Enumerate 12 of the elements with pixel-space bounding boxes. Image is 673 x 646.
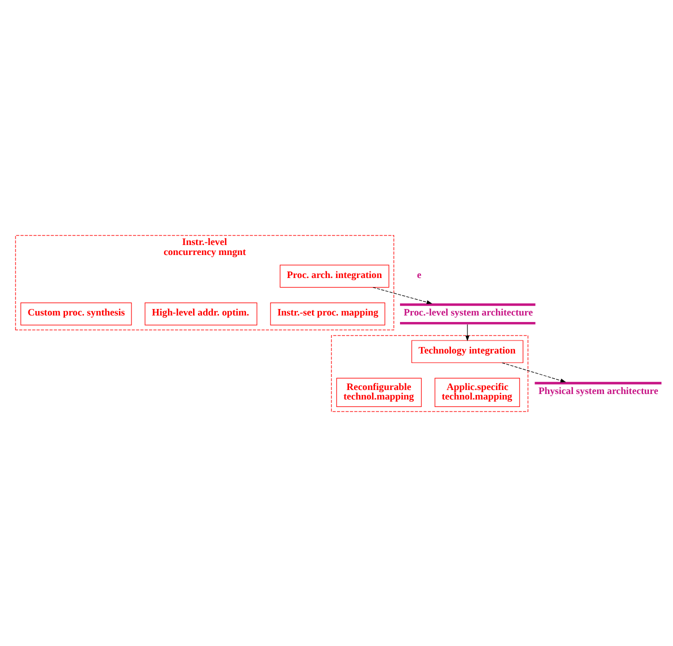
node-box: Technology integration xyxy=(411,340,524,363)
arrow xyxy=(465,324,470,341)
node-box: Proc. arch. integration xyxy=(280,264,390,288)
node-box: Reconfigurable technol.mapping xyxy=(336,377,422,406)
node-text: Proc.-level system architecture xyxy=(404,307,533,318)
node-box: Applic.specific technol.mapping xyxy=(434,377,520,406)
node-text: Physical system architecture xyxy=(538,386,658,397)
node-box: Custom proc. synthesis xyxy=(20,302,132,325)
node-box: High-level addr. optim. xyxy=(144,302,258,325)
node-box: Instr.-set proc. mapping xyxy=(270,302,386,325)
label: e xyxy=(417,269,422,280)
arrow xyxy=(372,286,432,304)
